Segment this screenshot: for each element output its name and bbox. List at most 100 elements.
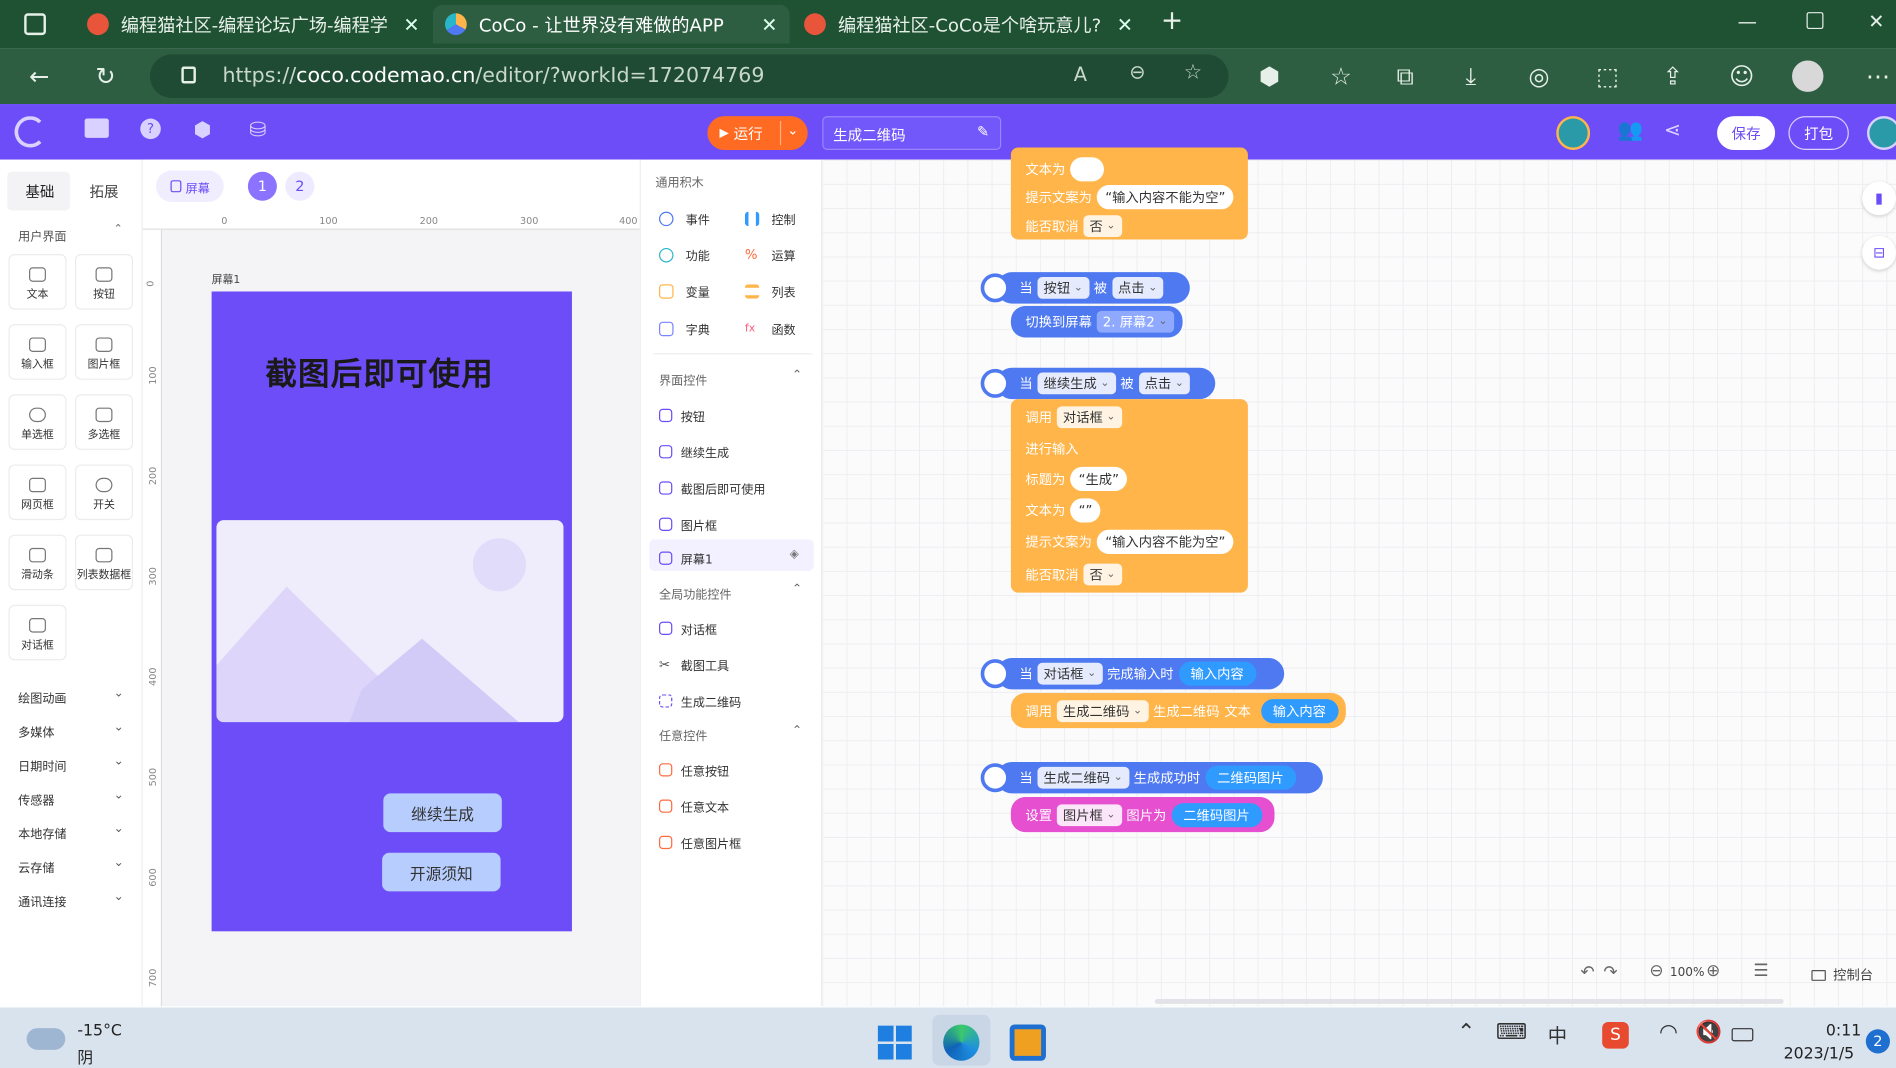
profile-avatar[interactable] (1792, 60, 1824, 92)
target-dropdown[interactable]: 按钮 (1037, 276, 1089, 299)
screen-tab[interactable]: 屏幕 (155, 170, 224, 202)
chevron-up-icon[interactable]: ⌃ (113, 223, 123, 236)
chart-icon[interactable]: ▮ (1862, 181, 1896, 216)
share-icon[interactable]: ⇪ (1662, 61, 1683, 91)
read-aloud-icon[interactable]: A (1073, 62, 1088, 86)
chevron-up-icon[interactable]: ⌃ (792, 724, 803, 738)
block-category-function[interactable]: 功能 (659, 246, 710, 264)
more-icon[interactable]: ⋯ (1865, 61, 1890, 91)
control-item-screen1[interactable]: 屏幕1 (659, 549, 713, 567)
target-dropdown[interactable]: 对话框 (1037, 662, 1103, 685)
battery-icon[interactable] (1731, 1028, 1754, 1042)
help-menu-icon[interactable]: ? (140, 118, 161, 140)
page-1-button[interactable]: 1 (247, 171, 277, 201)
chevron-down-icon[interactable]: ⌄ (113, 788, 124, 802)
dialog-input-block-fragment[interactable]: 文本为 提示文案为“ 输入内容不能为空 ” 能否取消否 (1010, 147, 1248, 240)
block-category-variable[interactable]: 变量 (659, 282, 710, 300)
open-source-notice-button[interactable]: 开源须知 (382, 852, 501, 892)
control-item-title-text[interactable]: 截图后即可使用 (659, 479, 765, 497)
block-category-list[interactable]: 列表 (744, 282, 796, 300)
call-target-dropdown[interactable]: 生成二维码 (1056, 699, 1149, 722)
align-icon[interactable]: ☰ (1753, 961, 1769, 981)
chevron-down-icon[interactable]: ⌄ (113, 754, 124, 769)
database-icon[interactable]: ⛁ (249, 118, 267, 143)
set-target-dropdown[interactable]: 图片框 (1056, 803, 1122, 826)
collections-icon[interactable]: ⧉ (1396, 61, 1414, 91)
text-input[interactable]: “ ” (1070, 498, 1101, 523)
browser-tab-2[interactable]: CoCo - 让世界没有难做的APP ✕ (432, 4, 790, 44)
zoom-in-icon[interactable]: ⊕ (1706, 961, 1721, 981)
chevron-down-icon[interactable]: ⌄ (113, 856, 124, 870)
close-icon[interactable]: ✕ (1116, 12, 1134, 36)
browser-tab-3[interactable]: 编程猫社区-CoCo是个啥玩意儿? ✕ (792, 5, 1145, 44)
cancel-dropdown[interactable]: 否 (1083, 563, 1122, 586)
project-name-input[interactable]: 生成二维码 ✎ (822, 116, 1002, 150)
weather-cloud-icon[interactable] (26, 1028, 66, 1050)
redo-icon[interactable]: ↷ (1603, 962, 1618, 983)
category-sensor[interactable]: 传感器 (18, 794, 55, 808)
share-icon[interactable]: ⋖ (1663, 118, 1682, 143)
collaborate-icon[interactable]: 👥 (1617, 118, 1644, 143)
app-icon[interactable] (1009, 1024, 1046, 1061)
component-webview[interactable]: 网页框 (8, 464, 67, 521)
account-avatar[interactable] (1867, 116, 1896, 150)
minimize-icon[interactable]: — (1737, 9, 1757, 33)
section-title-ui[interactable]: 用户界面 (18, 231, 67, 245)
windows-start-icon[interactable] (877, 1025, 912, 1060)
switch-screen-block[interactable]: 切换到屏幕 2. 屏幕2 (1010, 306, 1183, 338)
coco-logo-icon[interactable] (14, 116, 46, 148)
tab-extension[interactable]: 拓展 (89, 183, 119, 201)
component-radio[interactable]: 单选框 (8, 394, 67, 450)
refresh-icon[interactable]: ↻ (95, 61, 116, 91)
continue-generate-button[interactable]: 继续生成 (383, 793, 502, 833)
page-2-button[interactable]: 2 (285, 171, 315, 201)
save-button[interactable]: 保存 (1717, 116, 1776, 150)
package-button[interactable]: 打包 (1788, 116, 1849, 150)
param-qrcode-image[interactable]: 二维码图片 (1205, 765, 1296, 790)
control-item-image[interactable]: 图片框 (659, 515, 717, 533)
weather-temp[interactable]: -15°C (77, 1022, 122, 1041)
chevron-up-icon[interactable]: ⌃ (792, 368, 803, 383)
url-input[interactable]: https://coco.codemao.cn/editor/?workId=1… (149, 54, 1229, 98)
extensions-icon[interactable]: ⬢ (1258, 61, 1280, 91)
when-dialog-input-done-block[interactable]: 当 对话框 完成输入时 输入内容 (980, 657, 1285, 690)
component-input[interactable]: 输入框 (8, 324, 67, 380)
zoom-out-icon[interactable]: ⊖ (1129, 60, 1146, 84)
when-button-clicked-block[interactable]: 当 按钮 被 点击 (980, 272, 1190, 304)
category-datetime[interactable]: 日期时间 (18, 760, 67, 775)
notification-badge[interactable]: 2 (1865, 1029, 1890, 1054)
event-dropdown[interactable]: 点击 (1111, 276, 1164, 299)
chevron-down-icon[interactable]: ⌄ (113, 890, 124, 904)
tab-basic[interactable]: 基础 (25, 183, 55, 201)
component-dialog[interactable]: 对话框 (8, 604, 67, 661)
maximize-icon[interactable] (1806, 12, 1824, 30)
cancel-dropdown[interactable]: 否 (1083, 215, 1122, 238)
download-icon[interactable]: ⤓ (1465, 61, 1477, 91)
wifi-icon[interactable]: ◠ (1659, 1019, 1679, 1046)
component-button[interactable]: 按钮 (74, 253, 134, 310)
block-category-dictionary[interactable]: 字典 (659, 319, 710, 337)
settings-menu-icon[interactable]: ⬢ (193, 118, 212, 143)
favorites-icon[interactable]: ☆ (1330, 61, 1352, 91)
param-input-content[interactable]: 输入内容 (1178, 661, 1256, 686)
block-category-event[interactable]: 事件 (659, 209, 710, 227)
chevron-down-icon[interactable]: ⌄ (113, 822, 124, 836)
category-cloud-storage[interactable]: 云存储 (18, 862, 55, 876)
horizontal-scrollbar[interactable] (1154, 999, 1784, 1004)
web-capture-icon[interactable]: ⬚ (1596, 61, 1620, 91)
chevron-down-icon[interactable]: ⌄ (787, 122, 799, 138)
target-dropdown[interactable]: 生成二维码 (1037, 766, 1129, 789)
component-image[interactable]: 图片框 (74, 324, 134, 380)
when-qrcode-success-block[interactable]: 当 生成二维码 生成成功时 二维码图片 (980, 761, 1323, 794)
category-media[interactable]: 多媒体 (18, 726, 55, 741)
clock-date[interactable]: 2023/1/5 (1783, 1045, 1855, 1064)
component-switch[interactable]: 开关 (74, 464, 134, 521)
chevron-down-icon[interactable]: ⌄ (113, 720, 124, 735)
console-button[interactable]: 控制台 (1811, 965, 1873, 984)
control-item-any-image[interactable]: 任意图片框 (659, 833, 741, 851)
volume-muted-icon[interactable]: 🔇 (1695, 1019, 1723, 1046)
component-listview[interactable]: 列表数据框 (74, 534, 134, 591)
block-category-operator[interactable]: %运算 (744, 246, 796, 264)
chevron-up-icon[interactable]: ⌃ (1457, 1019, 1476, 1046)
